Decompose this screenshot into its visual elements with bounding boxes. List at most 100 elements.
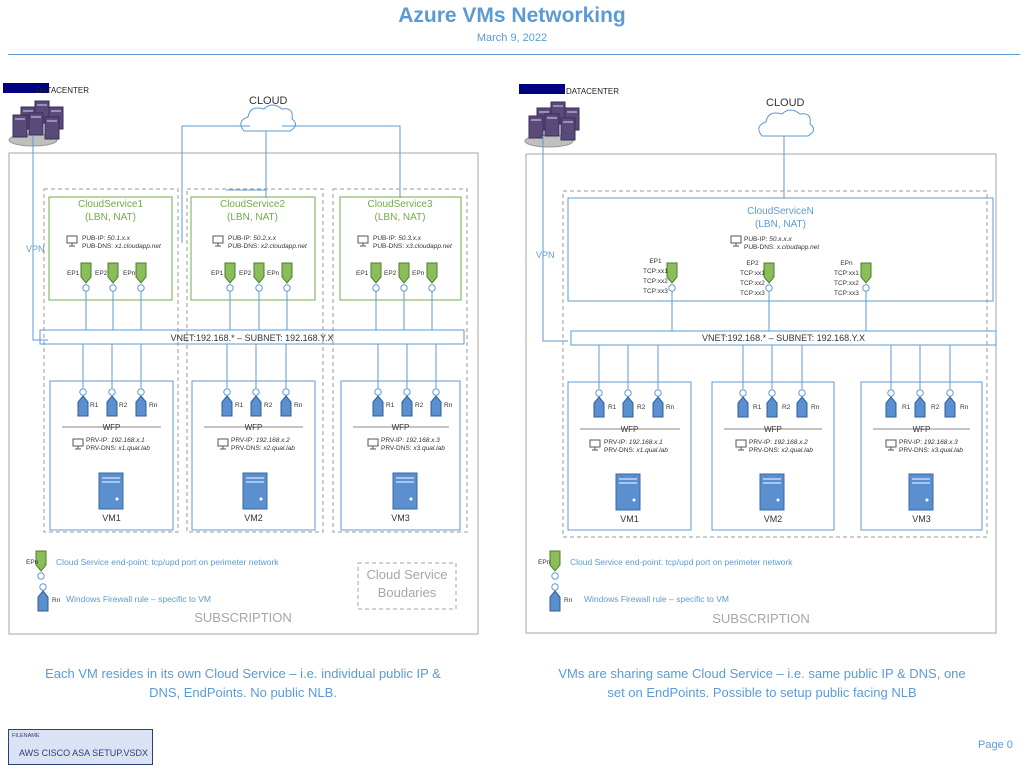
vm2-rule-1-icon-port	[223, 388, 231, 396]
cs3-boundary	[332, 188, 468, 533]
cs2-endpoint-3-icon-port	[283, 284, 291, 292]
filename-label: FILENAME	[12, 733, 40, 739]
right-legend-rule-icon	[549, 590, 561, 612]
vm2-r2-label: R2	[264, 402, 273, 409]
cloud-service-2-pub: PUB-IP: 50.2.x.x PUB-DNS: x2.cloudapp.ne…	[228, 235, 307, 250]
left-cloud	[240, 104, 296, 132]
rvm1-r2-label: R2	[637, 404, 646, 411]
left-datacenter-server-slot-3	[15, 118, 25, 120]
cloud-service-n-name: CloudServiceN	[747, 206, 814, 217]
csn-endpoint-2-icon	[763, 262, 775, 284]
rvm1-box	[567, 381, 692, 531]
left-legend-endpoint: Cloud Service end-point: tcp/upd port on…	[56, 557, 279, 567]
left-datacenter-server-3	[12, 114, 28, 138]
csn-boundary	[562, 190, 988, 538]
csn-endpoint-3-icon	[860, 262, 872, 284]
cs2-ep2-label: EP2	[239, 270, 252, 277]
cs2-endpoint-2-icon-port	[255, 284, 263, 292]
vm3-pc-icon	[367, 438, 379, 447]
cs1-ep2-label: EP2	[95, 270, 108, 277]
rvm1-prv: PRV-IP: 192.168.x.1 PRV-DNS: x1.qual.lab	[604, 439, 668, 454]
rvm1-rule-2-icon	[622, 396, 634, 418]
rvm2-wfp-label: WFP	[764, 425, 782, 434]
left-legend-rule-icon	[37, 590, 49, 612]
vm3-rule-3-icon-port	[432, 388, 440, 396]
vm1-server-icon-led	[115, 497, 119, 501]
vm2-rule-3-icon-port	[282, 388, 290, 396]
vm2-server-icon-slot2	[246, 481, 264, 483]
vm1-rule-2-icon-port	[108, 388, 116, 396]
cs1-endpoint-2-icon	[107, 262, 119, 284]
csn-endpoint-1-icon-port	[668, 284, 676, 292]
rvm2-rule-2-icon-port	[768, 389, 776, 397]
vm2-prv: PRV-IP: 192.168.x.2 PRV-DNS: x2.qual.lab	[231, 437, 295, 452]
cs1-endpoint-3-icon	[135, 262, 147, 284]
vm1-r2-label: R2	[119, 402, 128, 409]
rvm1-rule-1-icon-port	[595, 389, 603, 397]
vm1-rule-3-icon	[135, 395, 147, 417]
cs2-boundary	[186, 188, 324, 533]
right-legend-rule-icon-label: Rn	[564, 597, 573, 604]
cs1-boundary	[43, 188, 179, 533]
vm3-rule-1-icon	[372, 395, 384, 417]
cloud-service-n-pub: PUB-IP: 50.x.x.x PUB-DNS: x.cloudapp.net	[744, 236, 820, 251]
header-divider	[8, 54, 1020, 55]
rvm3-rule-3-icon	[944, 396, 956, 418]
cs2-endpoint-1-icon-port	[226, 284, 234, 292]
vm3-server-icon-slot1	[396, 477, 414, 479]
right-datacenter-server-3	[528, 115, 544, 139]
left-subscription-box	[8, 152, 479, 635]
vm1-server-icon-slot2	[102, 481, 120, 483]
rvm3-pc-icon	[885, 439, 897, 448]
right-datacenter-label: DATACENTER	[566, 87, 620, 96]
cloud-service-n-sub: (LBN, NAT)	[755, 219, 806, 230]
csn-ep1: EP1 TCP:xx1 TCP:xx2 TCP:xx3	[643, 258, 668, 295]
vm1-rule-1-icon	[77, 395, 89, 417]
left-cloud-link-b	[282, 125, 401, 198]
vm3-name: VM3	[391, 513, 410, 523]
left-datacenter-server-slot-2	[51, 110, 61, 112]
rvm2-box	[711, 381, 835, 531]
vm2-rule-3-icon	[280, 395, 292, 417]
vm2-name: VM2	[244, 513, 263, 523]
rvm1-r1-label: R1	[608, 404, 617, 411]
left-datacenter-banner	[3, 83, 49, 93]
right-legend-endpoint: Cloud Service end-point: tcp/upd port on…	[570, 557, 793, 567]
rvm1-name: VM1	[620, 514, 639, 524]
cloud-service-2: CloudService2 (LBN, NAT)	[190, 198, 315, 224]
right-legend-rule-icon-port	[551, 583, 559, 591]
right-datacenter-server-slot-0	[539, 111, 549, 113]
rvm2-server-icon-slot2	[763, 482, 781, 484]
vm3-rule-3-icon	[430, 395, 442, 417]
vm3-server-icon-slot2	[396, 481, 414, 483]
vm1-rule-1-icon-port	[79, 388, 87, 396]
cs2-pc-icon	[212, 235, 224, 244]
rvm3-rule-2-icon-port	[916, 389, 924, 397]
rvm1-rn-label: Rn	[666, 404, 675, 411]
vm3-rule-2-icon-port	[403, 388, 411, 396]
csn-ep2: EP2 TCP:xx1 TCP:xx2 TCP:xx3	[740, 260, 765, 297]
csn-endpoint-2-icon-port	[765, 284, 773, 292]
rvm3-server-icon-led	[925, 498, 929, 502]
csn-endpoint-1-icon	[666, 262, 678, 284]
vm2-rn-label: Rn	[294, 402, 303, 409]
rvm3-rule-2-icon	[914, 396, 926, 418]
cs3-endpoint-3-icon-port	[428, 284, 436, 292]
cloud-service-1: CloudService1 (LBN, NAT)	[48, 198, 173, 224]
left-datacenter-server-4	[28, 112, 44, 136]
cs3-epn-label: EPn	[412, 270, 425, 277]
cs3-ep1-label: EP1	[356, 270, 369, 277]
left-legend-ep-icon-label: EPn	[26, 559, 39, 566]
right-vpn-link	[542, 136, 568, 342]
left-datacenter-server-5	[44, 116, 60, 140]
cloud-service-3-sub: (LBN, NAT)	[374, 212, 426, 223]
rvm3-server-icon-slot1	[912, 478, 930, 480]
vm2-rule-2-icon	[250, 395, 262, 417]
vm1-prv: PRV-IP: 192.168.x.1 PRV-DNS: x1.qual.lab	[86, 437, 150, 452]
cs3-pc-icon	[357, 235, 369, 244]
rvm2-server-icon-slot1	[763, 478, 781, 480]
left-vnet-bar	[39, 329, 465, 345]
right-vnet-label: VNET:192.168.* – SUBNET: 192.168.Y.X	[702, 333, 865, 343]
left-legend-endpoint-icon	[35, 550, 47, 572]
